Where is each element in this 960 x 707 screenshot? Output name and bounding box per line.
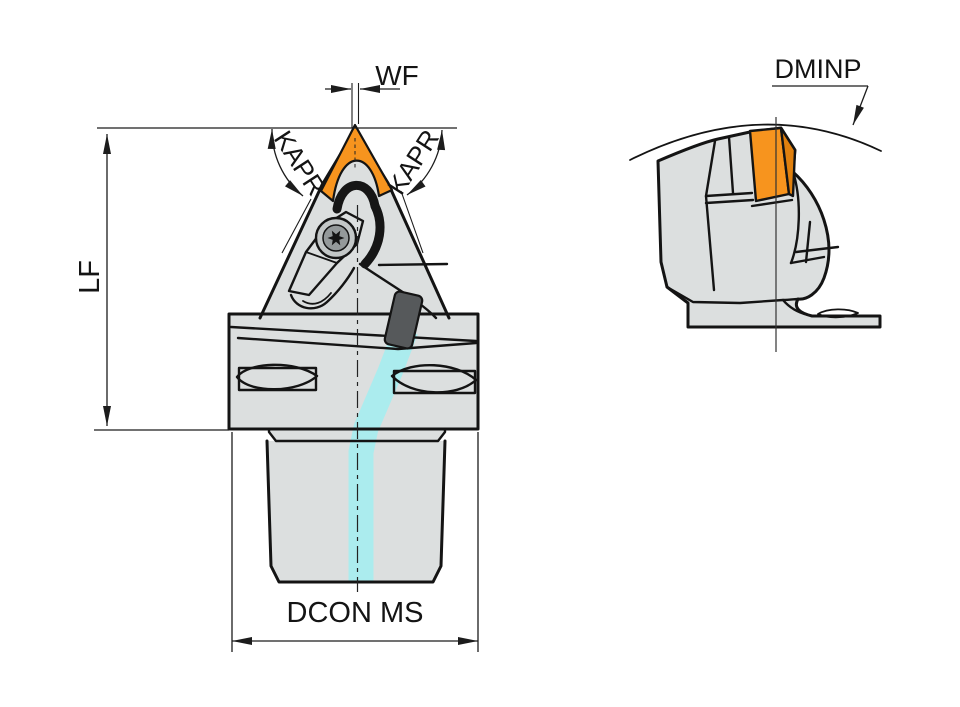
label-kapr-left: KAPR <box>268 125 332 201</box>
label-dcon: DCON MS <box>287 597 424 629</box>
flange-groove-line-upper <box>229 325 478 343</box>
side-seat-line-2 <box>704 198 755 205</box>
pocket-arch-tail <box>360 201 385 269</box>
clamp-paw-curve-outer <box>289 266 356 310</box>
edge-extension-right <box>400 190 424 254</box>
head-facet-line <box>377 262 449 267</box>
label-wf: WF <box>375 60 419 91</box>
torx-screw-icon <box>327 230 345 246</box>
side-foot-lens <box>817 308 859 319</box>
flange-groove-line-lower <box>236 336 478 351</box>
pocket-arch <box>332 180 380 214</box>
dminp-leader-arrow <box>852 85 869 126</box>
side-seat-line-1 <box>704 191 754 198</box>
front-view: WF KAPR KAPR LF DCON MS <box>74 60 480 652</box>
side-view: DMINP <box>629 54 882 352</box>
kapr-arc-left <box>267 128 304 197</box>
left-lens-rect <box>237 366 318 392</box>
coolant-pin <box>383 290 424 350</box>
label-lf: LF <box>74 260 106 294</box>
side-facet-2 <box>727 135 735 195</box>
edge-extension-left <box>281 198 312 254</box>
side-insert-seat <box>750 198 794 208</box>
clamp-paw-curve-inner <box>302 292 332 305</box>
side-bulge-facet-1 <box>789 255 826 265</box>
side-base-line <box>665 285 800 305</box>
clamp-arm-facet-1 <box>305 251 338 264</box>
label-dminp: DMINP <box>775 54 862 84</box>
right-lens-rect <box>392 369 477 395</box>
coolant-pin-group <box>383 290 424 350</box>
side-neck-fillet <box>781 298 810 317</box>
label-kapr-right: KAPR <box>381 124 445 200</box>
side-bulge-contour <box>789 170 800 265</box>
insert-side-view-side-face <box>779 126 797 198</box>
shank-outline <box>265 439 447 584</box>
insert-front-view <box>319 123 394 203</box>
dminp-bore-arc <box>629 123 882 161</box>
side-bulge-facet-2 <box>794 245 840 254</box>
side-bulge-facet-3 <box>804 220 812 264</box>
kapr-arc-right <box>406 129 446 196</box>
step-outline <box>267 427 447 443</box>
